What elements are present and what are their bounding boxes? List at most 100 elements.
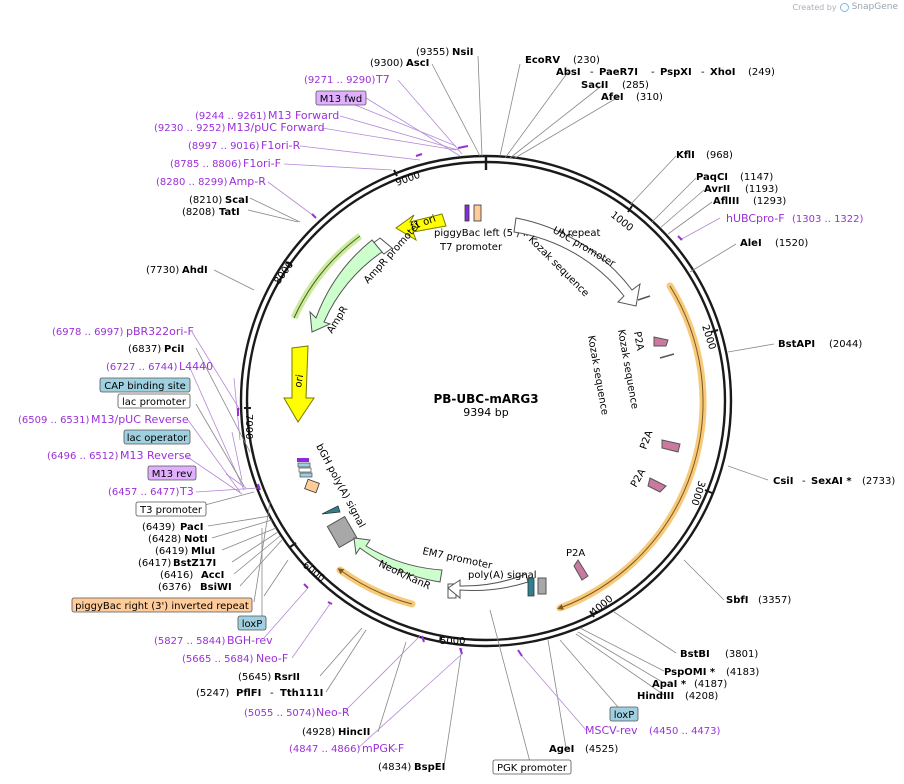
primer-mpgkf-name: mPGK-F [362,742,404,755]
primer-f1orif-range: (8785 .. 8806) [170,159,242,170]
site-ahdi: AhdI [182,265,208,276]
m13-rev-marker [297,458,309,462]
primer-m13puc-fwd-name: M13/pUC Forward [227,121,325,134]
site-sbfi: SbfI [726,595,748,606]
site-tati: TatI [219,207,240,218]
site-agei-pos: (4525) [585,744,618,755]
site-dash-3: - [701,67,705,78]
site-tth111i: Tth111I [280,688,323,699]
orf-arc-bottom-line [337,568,413,605]
primer-neof-range: (5665 .. 5684) [182,654,254,665]
f1-ori-arrow [395,213,447,242]
site-acci-pos: (6416) [160,570,193,581]
site-noti-pos: (6428) [148,534,181,545]
p2a-label-3: P2A [629,467,648,489]
site-bstapi-pos: (2044) [829,339,862,350]
callout-lines-enzymes [195,55,775,767]
box-loxp-bottom: loxP [614,710,635,721]
created-by-text: Created by [792,2,837,12]
primer-neor-name: Neo-R [316,706,350,719]
tick-label-7000: 7000 [243,414,254,439]
site-bspei: BspEI [414,762,445,773]
box-cap-binding-site: CAP binding site [104,381,186,392]
primer-labels: (9271 .. 9290) T7 (9244 .. 9261) M13 For… [18,73,864,755]
site-pcii: PciI [164,344,184,355]
primer-hubcpro-name: hUBCpro-F [726,212,785,225]
site-bstbi: BstBI [680,649,710,660]
kozak-marker-1 [637,295,651,301]
primer-f1orir-name: F1ori-R [261,139,301,152]
site-pflfi-pos: (5247) [196,688,229,699]
primer-m13fwd-range: (9244 .. 9261) [195,111,267,122]
site-nsii: NsiI [452,47,473,58]
site-noti: NotI [184,534,208,545]
pgk-promoter-arrow [447,573,529,600]
site-scai-pos: (8210) [189,195,222,206]
site-hincii: HincII [338,727,370,738]
box-loxp-left: loxP [242,619,263,630]
site-agei: AgeI [549,744,574,755]
primer-pbr322-name: pBR322ori-F [126,325,194,338]
primer-pbr322-range: (6978 .. 6997) [52,327,124,338]
primer-ampr-name: Amp-R [229,175,266,188]
site-kfli-pos: (968) [706,150,733,161]
site-csii: CsiI [773,476,793,487]
box-piggybac-right: piggyBac right (3') inverted repeat [75,601,249,612]
site-bstapi: BstAPI [778,339,815,350]
loxp-marker-bottom [527,577,535,597]
primer-f1orif-name: F1ori-F [243,157,281,170]
box-lac-promoter: lac promoter [122,397,187,408]
box-lac-operator: lac operator [127,433,188,444]
site-hindiii-pos: (4208) [685,691,718,702]
neor-kanr-arrow [353,537,443,583]
enzyme-labels: (9355) NsiI (9300) AscI EcoRV (230) AbsI… [128,47,895,773]
site-pspxi: PspXI [660,67,692,78]
p2a-arrow-2 [661,439,681,453]
site-ecorv: EcoRV [525,55,560,66]
primer-bghrev-range: (5827 .. 5844) [154,636,226,647]
piggybac-right-marker [304,478,320,494]
lac-operator-marker [297,462,311,468]
primer-bghrev-name: BGH-rev [227,634,273,647]
p2a-label-1: P2A [631,331,645,352]
site-sexai-pos: (2733) [862,476,895,487]
piggybac-left-label: piggyBac left (5') inverted repeat [434,228,600,239]
primer-t3-name: T3 [179,485,194,498]
site-xhoi: XhoI [710,67,735,78]
ampr-promoter-arrow [371,237,393,255]
site-sexai: SexAI * [811,476,852,487]
callout-lines-features [185,403,625,763]
site-sbfi-pos: (3357) [758,595,791,606]
primer-l4440-range: (6727 .. 6744) [106,362,178,373]
site-asci-pos: (9300) [370,58,403,69]
p2a-label-2: P2A [638,429,655,451]
polya-block [537,577,547,595]
polya-signal-label: poly(A) signal [468,570,537,581]
site-afliii: AflIII [713,196,739,207]
p2a-label-4: P2A [566,548,585,559]
snapgene-logo-icon [839,2,849,12]
primer-t7-name: T7 [375,73,390,86]
primer-t7-range: (9271 .. 9290) [304,75,376,86]
site-ahdi-pos: (7730) [146,265,179,276]
ori-arrow [283,345,315,423]
site-paqci-pos: (1147) [740,172,773,183]
primer-mscvrev-name: MSCV-rev [585,724,638,737]
piggybac-left-marker [464,204,470,222]
box-m13-rev: M13 rev [152,469,193,480]
boxed-labels: M13 fwd CAP binding site lac promoter la… [71,90,639,775]
snapgene-branding: Created by SnapGene [793,2,898,12]
p2a-arrow-3 [647,477,667,493]
site-rsrii: RsrII [274,672,300,683]
primer-m13fwd-name: M13 Forward [268,109,339,122]
site-paci-pos: (6439) [142,522,175,533]
site-rsrii-pos: (5645) [238,672,271,683]
primer-f1orir-range: (8997 .. 9016) [188,141,260,152]
site-asci: AscI [406,58,429,69]
site-dash-2: - [651,67,655,78]
site-hincii-pos: (4928) [302,727,335,738]
site-paer7i: PaeR7I [599,67,638,78]
site-paqci: PaqCI [696,172,728,183]
tick-label-4000: 4000 [589,594,616,619]
